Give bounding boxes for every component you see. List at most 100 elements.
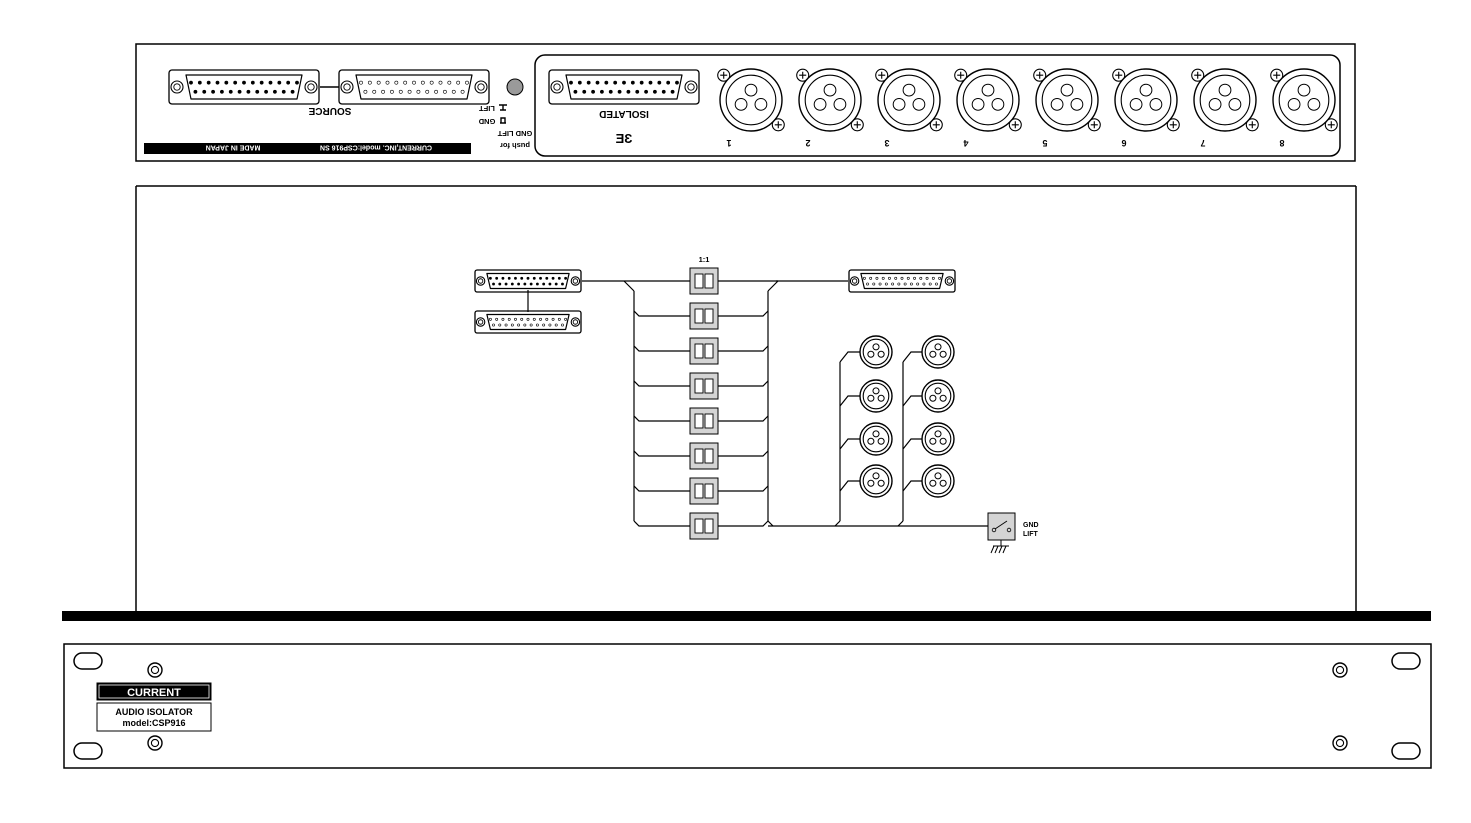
source-db25-female-pin — [403, 80, 408, 85]
isolated-db25-nut-hole-1 — [687, 83, 695, 91]
source-db25-male-pin — [237, 89, 242, 94]
source-db25-male-pin — [286, 80, 291, 85]
block-diagram: 1:1 GND LIFT — [135, 185, 1357, 612]
diagram-source-db25-male-nut-hole-0 — [477, 278, 484, 284]
transformer-body — [689, 302, 719, 330]
diagram-isolated-db25-female-pin — [935, 282, 938, 286]
diagram-source-db25-male-pin — [561, 282, 564, 286]
isolated-db25[interactable] — [548, 69, 700, 105]
diagram-xlr-2-2-pin — [929, 394, 937, 402]
diagram-source-db25-female-pin — [514, 317, 517, 321]
diagram-source-db25-male-pin — [501, 276, 505, 280]
xlr-output-3[interactable] — [875, 68, 943, 132]
gnd-lift-push-button[interactable] — [506, 78, 524, 96]
xlr-output-4[interactable] — [954, 68, 1022, 132]
xlr-output-8[interactable] — [1270, 68, 1338, 132]
diagram-xlr-1-3[interactable] — [859, 422, 893, 456]
source-db25-female-pin — [367, 80, 372, 85]
source-db25-female-pin — [363, 89, 368, 94]
diagram-source-db25-female-pin — [539, 317, 542, 321]
diagram-source-db25-female[interactable] — [474, 310, 582, 334]
xlr-feed-wire — [902, 351, 922, 363]
xlr-output-1-pin — [754, 97, 768, 111]
diagram-xlr-2-3[interactable] — [921, 422, 955, 456]
diagram-xlr-array — [834, 335, 955, 527]
diagram-xlr-2-4-inner — [924, 467, 952, 495]
source-db25-female-shell — [355, 74, 473, 100]
diagram-source-db25-male-pin — [557, 276, 561, 280]
diagram-source-db25-female-pin — [564, 317, 568, 321]
diagram-isolated-db25-female-pin — [913, 276, 916, 280]
rear-footer: CURRENT,INC. model:CSP916 SN MADE IN JAP… — [144, 143, 471, 154]
diagram-xlr-2-4[interactable] — [921, 464, 955, 498]
source-db25-male-pin — [259, 80, 264, 85]
diagram-source-db25-male-pin — [488, 276, 492, 280]
transformer-winding — [704, 378, 714, 394]
footer-model-text: CURRENT,INC. model:CSP916 SN — [320, 144, 432, 151]
source-db25-male[interactable] — [168, 69, 320, 105]
diagram-isolated-db25-female-pin — [872, 282, 876, 286]
rack-slot-bottom-right[interactable] — [1391, 742, 1421, 760]
diagram-isolated-db25-female-nut-hole-0 — [851, 278, 858, 284]
screw-bottom-left-core — [150, 738, 160, 748]
diagram-source-db25-male-pin — [548, 282, 552, 286]
xlr-output-6[interactable] — [1112, 68, 1180, 132]
transformer-6 — [689, 442, 719, 470]
diagram-xlr-2-2[interactable] — [921, 379, 955, 413]
transformer-winding — [694, 343, 704, 359]
diagram-xlr-1-2[interactable] — [859, 379, 893, 413]
source-db25-connectors — [168, 69, 490, 105]
diagram-source-db25-male-pin — [529, 282, 533, 286]
xlr-output-1[interactable] — [717, 68, 785, 132]
diagram-source-db25-female-pin — [551, 317, 555, 321]
source-db25-female-pin — [381, 89, 385, 94]
xlr-output-4-inner — [962, 74, 1014, 126]
transformer-body — [689, 372, 719, 400]
xlr-output-2[interactable] — [796, 68, 864, 132]
footer-black-band — [144, 143, 471, 154]
diagram-isolated-db25-female-pin — [938, 276, 942, 280]
diagram-xlr-2-1[interactable] — [921, 335, 955, 369]
source-label: SOURCE — [308, 105, 351, 116]
rack-slot-bottom-left[interactable] — [73, 742, 103, 760]
xlr-output-4-pin — [981, 83, 995, 97]
source-db25-male-pin — [242, 80, 246, 85]
screw-top-right — [1332, 662, 1348, 678]
diagram-xlr-1-4-inner — [862, 467, 890, 495]
diagram-source-db25-male[interactable] — [474, 269, 582, 293]
diagram-source-db25-female-pin — [542, 323, 546, 327]
xlr-output-6-pin — [1129, 97, 1143, 111]
footer-made-text: MADE IN JAPAN — [206, 144, 261, 151]
xlr-output-6-outer — [1114, 68, 1178, 132]
xlr-output-4-pin — [991, 97, 1005, 111]
diagram-xlr-1-1[interactable] — [859, 335, 893, 369]
xlr-number-2: 2 — [805, 138, 810, 148]
diagram-xlr-1-4[interactable] — [859, 464, 893, 498]
rack-slot-top-right[interactable] — [1391, 652, 1421, 670]
source-db25-female[interactable] — [338, 69, 490, 105]
diagram-isolated-db25-female-pin — [897, 282, 901, 286]
diagram-source-db25-male-pin — [545, 276, 549, 280]
rack-slot-top-left[interactable] — [73, 652, 103, 670]
diagram-isolated-db25-female[interactable] — [848, 269, 956, 293]
diagram-xlr-1-4-outer — [859, 464, 893, 498]
xlr-output-5[interactable] — [1033, 68, 1101, 132]
diagram-isolated-db25-female-pin — [894, 276, 898, 280]
isolated-db25-pin — [626, 89, 631, 94]
xlr-output-7[interactable] — [1191, 68, 1259, 132]
isolated-db25-pin — [648, 80, 653, 85]
diagram-source-db25-female-pin — [501, 317, 505, 321]
diagram-isolated-db25-female-pin — [916, 282, 920, 286]
xlr-output-6-screw-cross-0 — [1115, 71, 1123, 79]
transformer-in-wire — [633, 345, 690, 352]
xlr-number-7: 7 — [1200, 138, 1205, 148]
diagram-xlr-1-3-pin — [877, 437, 885, 445]
source-db25-female-nut-hole-0 — [343, 83, 351, 91]
isolated-db25-pin — [661, 89, 666, 94]
xlr-output-3-outer — [877, 68, 941, 132]
xlr-output-8-pin — [1297, 83, 1311, 97]
transformer-winding — [694, 518, 704, 534]
front-panel-screws — [147, 662, 1348, 751]
transformer-7 — [689, 477, 719, 505]
source-db25-female-pin — [465, 80, 469, 85]
